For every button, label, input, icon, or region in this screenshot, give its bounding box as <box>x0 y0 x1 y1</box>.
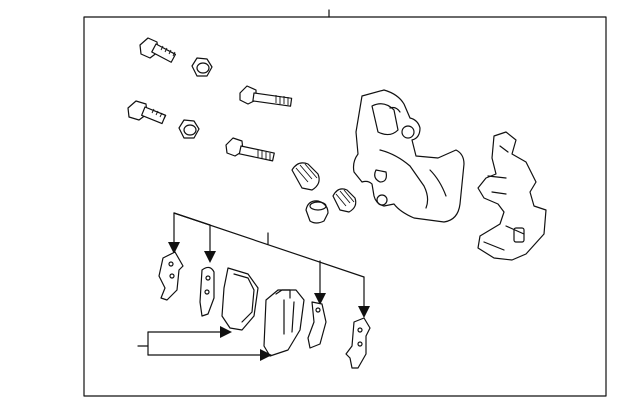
bolt-middle-left <box>127 100 167 125</box>
bolt-upper-left <box>139 37 177 63</box>
brake-pad-inner <box>263 289 305 357</box>
bolt-upper-right <box>239 85 293 107</box>
pad-clip-1 <box>158 251 184 301</box>
caliper-bracket <box>477 131 547 261</box>
brake-pad-outer <box>221 267 259 331</box>
pad-leader-lines <box>137 326 272 361</box>
bolt-middle-right <box>225 137 275 162</box>
dust-cap <box>305 200 329 224</box>
pad-clip-3 <box>307 301 327 349</box>
boot-small <box>332 188 357 213</box>
caliper-housing <box>352 89 465 223</box>
boot-large <box>291 162 320 191</box>
nut-upper <box>191 57 213 77</box>
pad-clip-4 <box>345 317 371 369</box>
clip-leader-lines <box>168 212 370 318</box>
diagram-frame <box>83 16 607 397</box>
nut-middle <box>178 119 200 139</box>
pad-clip-2 <box>199 266 215 317</box>
